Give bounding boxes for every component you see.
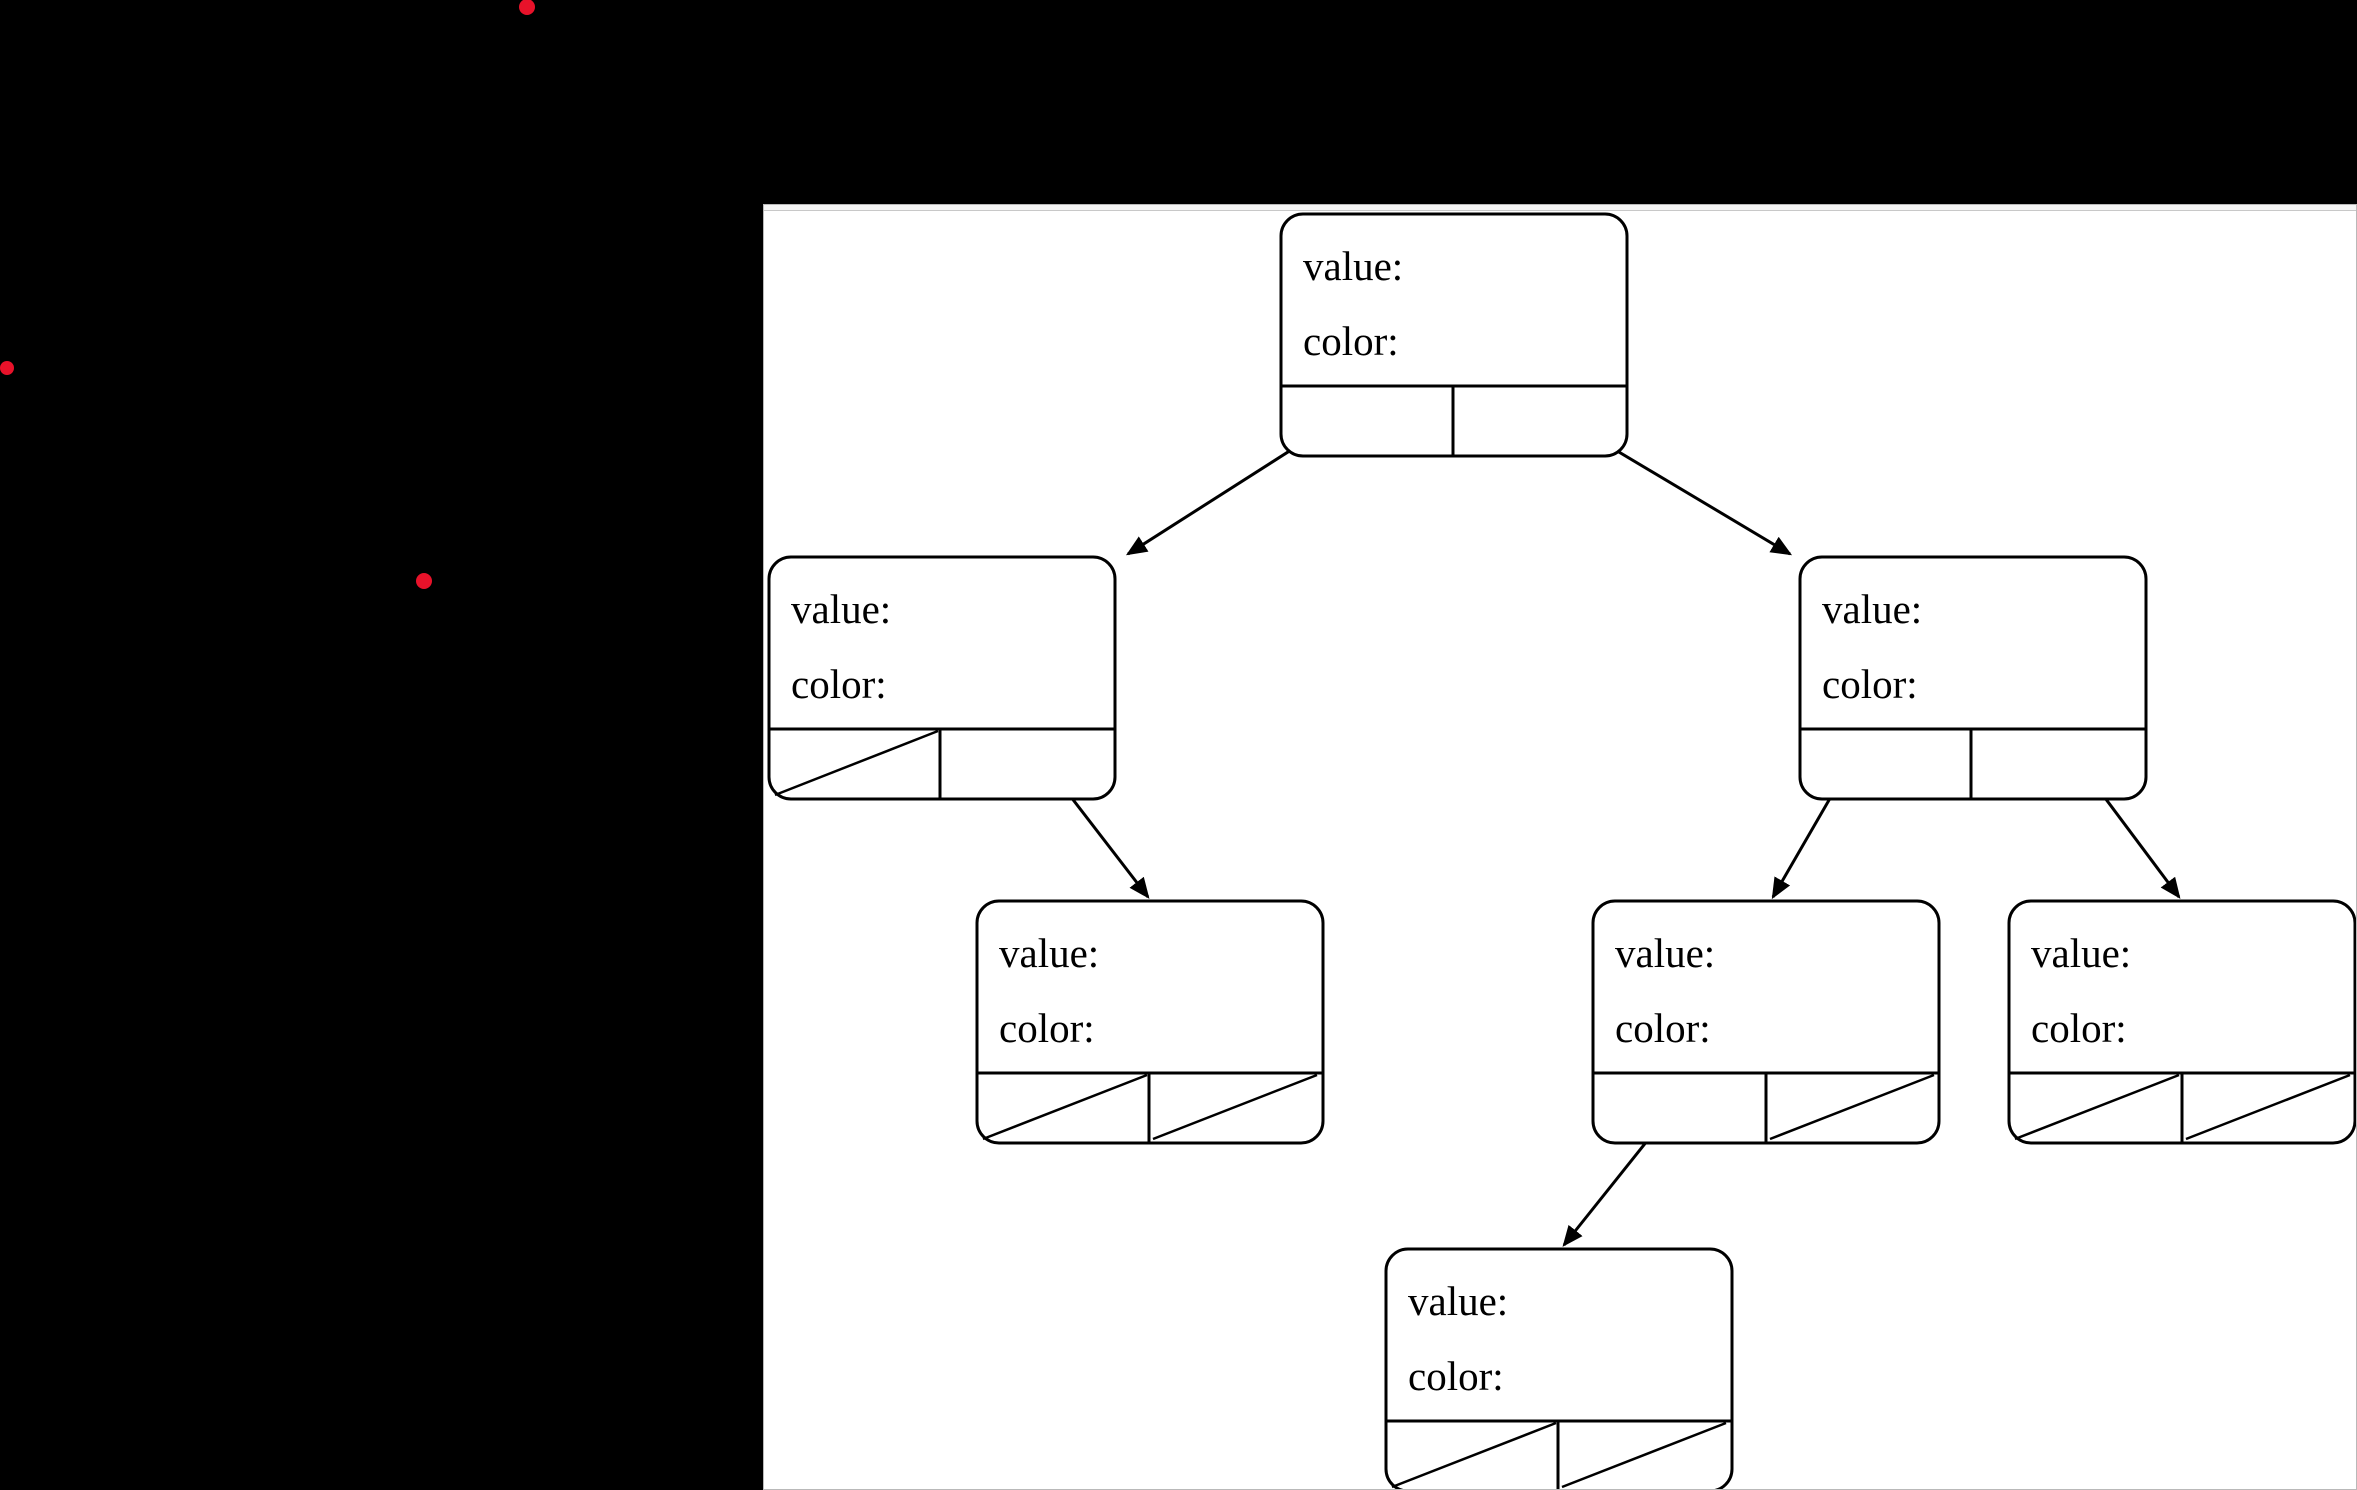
null-slash-deep-right bbox=[1561, 1421, 1727, 1489]
node-right-right-leaf[interactable]: value: color: bbox=[2007, 899, 2356, 1145]
node-color-label: color: bbox=[1408, 1353, 1504, 1399]
node-value-label: value: bbox=[791, 586, 891, 632]
null-slash-leaf1-right bbox=[1152, 1073, 1318, 1141]
node-value-label: value: bbox=[2031, 930, 2131, 976]
node-value-label: value: bbox=[999, 930, 1099, 976]
null-slash-deep-left bbox=[1391, 1421, 1557, 1489]
node-right-child[interactable]: value: color: bbox=[1798, 555, 2148, 801]
null-slash-leaf2-right bbox=[1769, 1073, 1935, 1141]
node-deep-leaf[interactable]: value: color: bbox=[1384, 1247, 1734, 1490]
red-dot-marker bbox=[416, 573, 432, 589]
node-color-label: color: bbox=[999, 1005, 1095, 1051]
node-value-label: value: bbox=[1408, 1278, 1508, 1324]
node-color-label: color: bbox=[1615, 1005, 1711, 1051]
node-color-label: color: bbox=[2031, 1005, 2127, 1051]
node-body bbox=[767, 555, 1117, 801]
diagram-panel[interactable]: value:color:value:color:value:color:valu… bbox=[763, 204, 2357, 1490]
node-right-left-leaf[interactable]: value: color: bbox=[1591, 899, 1941, 1145]
node-body bbox=[1798, 555, 2148, 801]
node-left-right-leaf[interactable]: value: color: bbox=[975, 899, 1325, 1145]
null-slash-leaf3-right bbox=[2185, 1073, 2351, 1141]
node-root[interactable]: value: color: bbox=[1279, 212, 1629, 458]
node-body bbox=[1384, 1247, 1734, 1489]
panel-top-strip bbox=[764, 205, 2356, 211]
red-dot-marker bbox=[519, 0, 535, 15]
null-pointer-layer bbox=[774, 729, 2351, 1489]
node-color-label: color: bbox=[1303, 318, 1399, 364]
binary-tree-diagram: value:color:value:color:value:color:valu… bbox=[767, 212, 2356, 1490]
null-slash-leaf3-left bbox=[2014, 1073, 2180, 1141]
node-color-label: color: bbox=[1822, 661, 1918, 707]
null-slash-leaf1-left bbox=[982, 1073, 1148, 1141]
node-color-label: color: bbox=[791, 661, 887, 707]
node-value-label: value: bbox=[1822, 586, 1922, 632]
red-dot-marker bbox=[0, 361, 14, 375]
node-value-label: value: bbox=[1615, 930, 1715, 976]
node-value-label: value: bbox=[1303, 243, 1403, 289]
null-slash-left-child-left bbox=[774, 729, 939, 797]
node-layer: value:color:value:color:value:color:valu… bbox=[767, 212, 2356, 1490]
node-left-child[interactable]: value: color: bbox=[767, 555, 1117, 801]
